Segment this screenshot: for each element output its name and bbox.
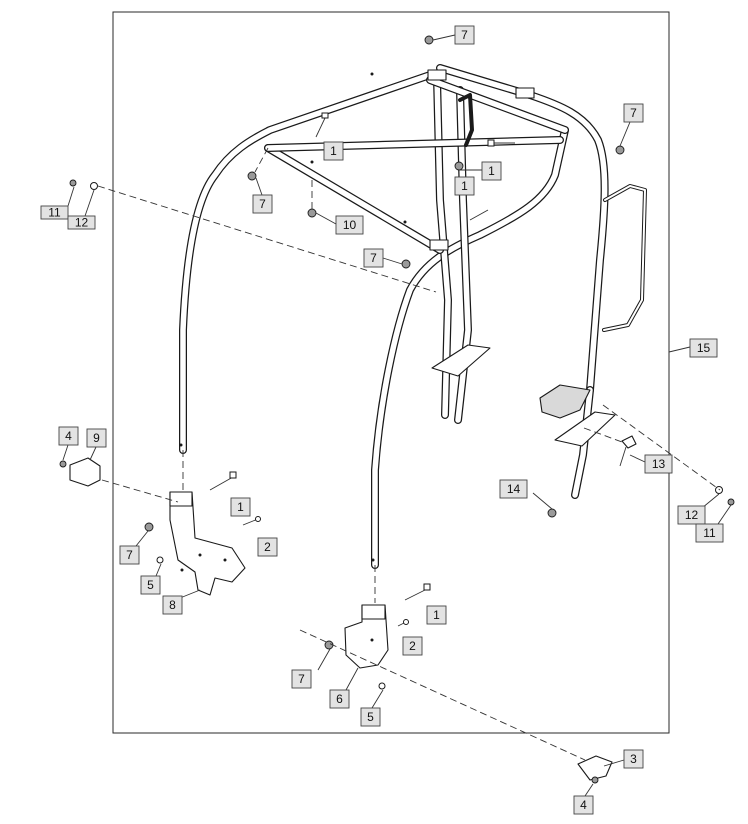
callout-label: 13 <box>652 457 666 471</box>
callout-label: 1 <box>461 179 468 193</box>
callout-label: 7 <box>370 251 377 265</box>
callout-label: 7 <box>461 28 468 42</box>
callout-label: 2 <box>409 639 416 653</box>
callout-label: 11 <box>703 526 716 540</box>
callout-7a: 7 <box>454 25 475 45</box>
callout-1e: 1 <box>426 605 447 625</box>
roll-cage <box>179 64 647 569</box>
bracket-3 <box>577 755 613 781</box>
callout-label: 7 <box>298 672 305 686</box>
callout-label: 4 <box>65 429 72 443</box>
callout-12a: 12 <box>67 216 96 230</box>
bracket-right <box>344 604 389 669</box>
callout-6: 6 <box>329 689 350 709</box>
bracket-left <box>169 491 246 596</box>
callout-label: 7 <box>630 106 637 120</box>
callout-7c: 7 <box>252 194 273 214</box>
bracket-9 <box>69 457 101 487</box>
callout-1a: 1 <box>323 141 344 161</box>
callout-3: 3 <box>623 749 644 769</box>
callout-7f: 7 <box>291 669 312 689</box>
callout-5b: 5 <box>360 707 381 727</box>
callout-label: 7 <box>126 548 133 562</box>
callout-1c: 1 <box>454 176 475 196</box>
assembly-frame <box>112 11 670 734</box>
callout-4a: 4 <box>58 426 79 446</box>
callout-label: 1 <box>330 144 337 158</box>
callout-11b: 11 <box>695 523 724 543</box>
callout-2b: 2 <box>402 636 423 656</box>
callout-9: 9 <box>86 428 107 448</box>
callout-label: 10 <box>343 218 357 232</box>
callouts: 7 7 1 1 1 7 11 12 10 7 15 4 9 13 14 1 12… <box>40 25 724 815</box>
callout-11a: 11 <box>40 206 69 220</box>
leader-lines <box>62 34 732 797</box>
callout-4b: 4 <box>573 795 594 815</box>
callout-14: 14 <box>499 479 528 499</box>
callout-2a: 2 <box>257 537 278 557</box>
callout-label: 1 <box>433 608 440 622</box>
callout-12b: 12 <box>677 505 706 525</box>
callout-15: 15 <box>689 338 718 358</box>
callout-8: 8 <box>162 595 183 615</box>
assembly-lines <box>97 147 721 761</box>
callout-1d: 1 <box>230 497 251 517</box>
callout-label: 7 <box>259 197 266 211</box>
callout-10: 10 <box>335 215 364 235</box>
callout-label: 1 <box>488 164 495 178</box>
callout-7b: 7 <box>623 103 644 123</box>
callout-label: 6 <box>336 692 343 706</box>
callout-label: 14 <box>507 482 521 496</box>
callout-label: 1 <box>237 500 244 514</box>
callout-label: 9 <box>93 431 100 445</box>
callout-7e: 7 <box>119 545 140 565</box>
callout-label: 15 <box>697 341 711 355</box>
callout-5a: 5 <box>140 575 161 595</box>
callout-label: 5 <box>147 578 154 592</box>
callout-label: 3 <box>630 752 637 766</box>
callout-label: 12 <box>75 216 89 230</box>
callout-1b: 1 <box>481 161 502 181</box>
callout-7d: 7 <box>363 248 384 268</box>
callout-label: 11 <box>48 206 61 220</box>
callout-label: 2 <box>264 540 271 554</box>
callout-13: 13 <box>644 454 673 474</box>
callout-label: 12 <box>685 508 699 522</box>
fasteners <box>59 35 735 784</box>
callout-label: 4 <box>580 798 587 812</box>
callout-label: 8 <box>169 598 176 612</box>
callout-label: 5 <box>367 710 374 724</box>
